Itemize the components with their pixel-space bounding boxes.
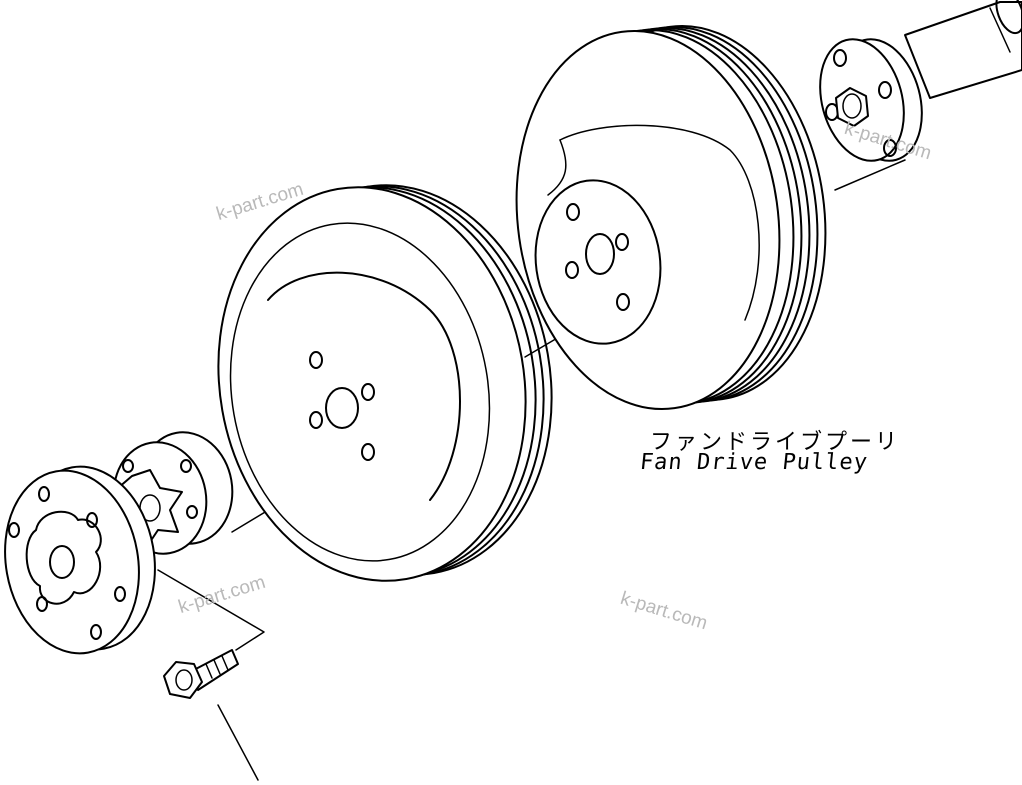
fan-drive-pulley-large: [515, 24, 827, 411]
damper-pulley-middle: [217, 184, 553, 582]
crankshaft-end: [819, 0, 1022, 162]
front-flange-hub: [4, 465, 156, 655]
part-name-japanese: ファンドライブプーリ: [650, 430, 901, 455]
flange-bolt: [163, 649, 239, 699]
part-name-english: Fan Drive Pulley: [638, 450, 870, 475]
